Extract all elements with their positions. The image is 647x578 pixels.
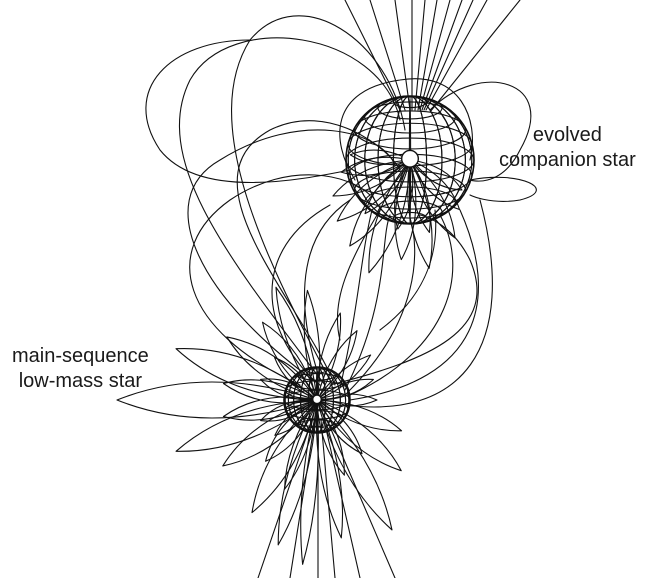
interconnecting-field-line [380, 210, 436, 330]
companion-open-field-line [345, 0, 400, 110]
main-sequence-star-label: main-sequence low-mass star [12, 344, 149, 394]
main-sequence-field-loop [252, 400, 317, 513]
companion-open-field-line [424, 0, 473, 110]
companion-pole [402, 150, 419, 167]
companion-open-field-line [415, 0, 425, 110]
main-sequence-field-loop [301, 400, 319, 564]
interconnecting-field-line [237, 121, 400, 385]
interconnecting-field-line [348, 218, 415, 392]
mainseq-label-line2: low-mass star [12, 369, 149, 394]
mainseq-label-line1: main-sequence [12, 344, 149, 369]
companion-latitude [355, 111, 466, 149]
interconnecting-field-line [330, 215, 477, 385]
companion-open-field-line [395, 0, 410, 110]
companion-open-field-line [370, 0, 405, 110]
interconnecting-field-line [232, 16, 405, 380]
companion-label-line2: companion star [499, 148, 636, 173]
interconnecting-field-line [146, 40, 350, 183]
main-sequence-star-sphere [284, 367, 350, 433]
main-sequence-open-field-line [327, 420, 395, 578]
companion-label-line1: evolved [499, 123, 636, 148]
mainseq-pole [313, 395, 322, 404]
evolved-companion-star-label: evolved companion star [499, 123, 636, 173]
companion-open-field-line [430, 0, 520, 112]
main-sequence-open-field-line [324, 420, 360, 578]
interconnecting-field-line [305, 200, 350, 380]
magnetic-field-lines [117, 0, 536, 578]
